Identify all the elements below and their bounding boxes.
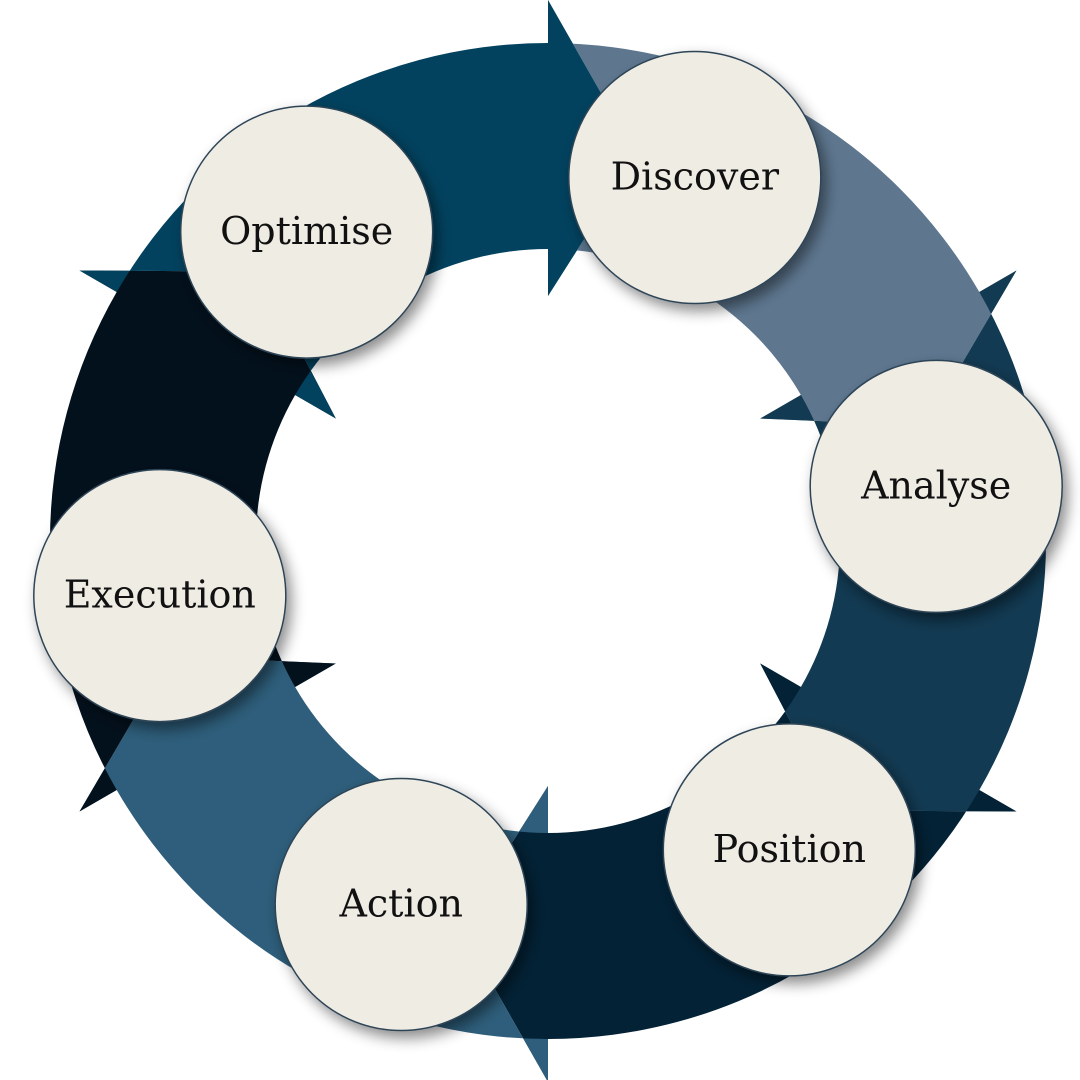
- step-node-discover: Discover: [568, 50, 822, 305]
- step-node-analyse: Analyse: [809, 359, 1063, 614]
- step-label: Position: [713, 827, 866, 871]
- step-circle: [662, 723, 917, 977]
- step-label: Discover: [611, 155, 780, 199]
- step-circle: [33, 468, 287, 723]
- step-node-position: Position: [662, 723, 917, 977]
- step-label: Analyse: [860, 463, 1011, 507]
- step-label: Execution: [64, 573, 256, 617]
- step-circle: [568, 50, 822, 305]
- step-circle: [179, 105, 434, 359]
- step-label: Optimise: [220, 209, 393, 253]
- step-circle: [809, 359, 1063, 614]
- step-node-action: Action: [274, 777, 528, 1032]
- step-node-execution: Execution: [33, 468, 287, 723]
- step-label: Action: [338, 882, 463, 926]
- step-circle: [274, 777, 528, 1032]
- step-node-optimise: Optimise: [179, 105, 434, 359]
